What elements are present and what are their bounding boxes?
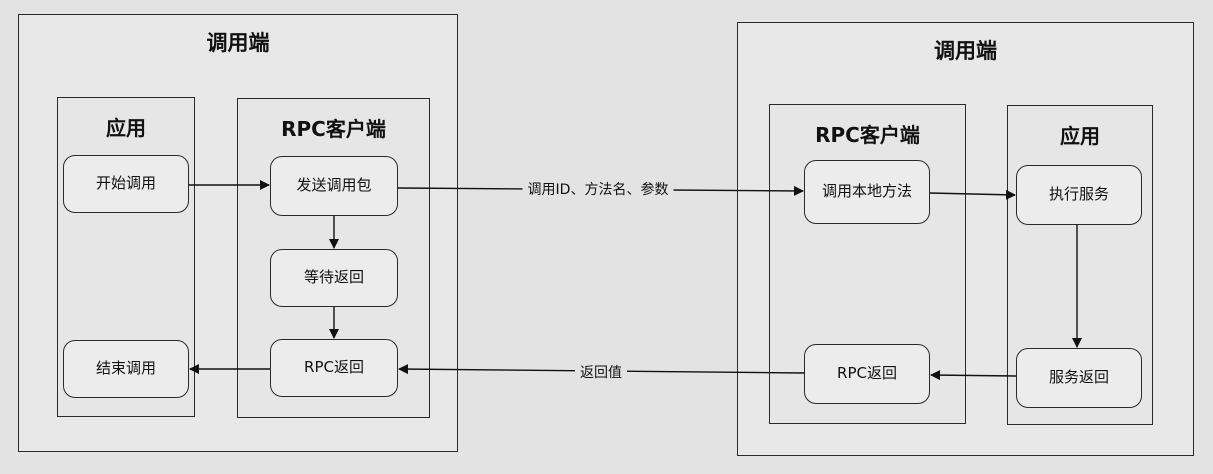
- end-call-node: 结束调用: [63, 340, 189, 398]
- start-call-node: 开始调用: [63, 155, 189, 213]
- right-rpc-client-title: RPC客户端: [815, 123, 920, 147]
- left-caller-title: 调用端: [206, 31, 270, 55]
- right-rpc-return-node: RPC返回: [804, 344, 930, 404]
- response-edge-label: 返回值: [575, 362, 627, 382]
- send-packet-node: 发送调用包: [270, 156, 398, 216]
- left-rpc-client-title: RPC客户端: [281, 117, 386, 141]
- right-caller-title: 调用端: [934, 39, 997, 63]
- wait-return-node: 等待返回: [270, 249, 398, 307]
- right-app-title: 应用: [1060, 124, 1100, 148]
- left-rpc-return-node: RPC返回: [270, 339, 398, 397]
- request-edge-label: 调用ID、方法名、参数: [522, 179, 674, 199]
- call-local-method-node: 调用本地方法: [804, 160, 930, 224]
- service-return-node: 服务返回: [1016, 348, 1142, 408]
- execute-service-node: 执行服务: [1016, 165, 1142, 225]
- left-app-title: 应用: [106, 116, 146, 140]
